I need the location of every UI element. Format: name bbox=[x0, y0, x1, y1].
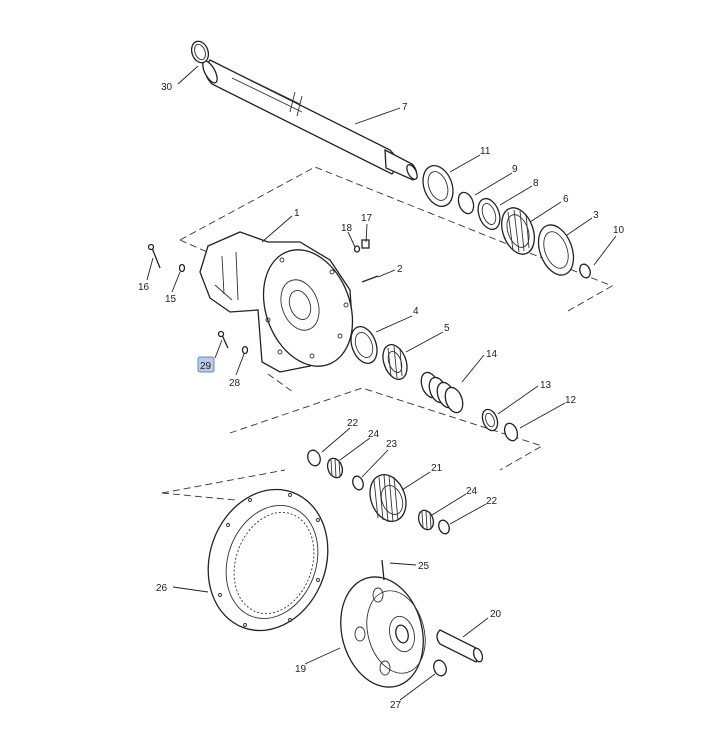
axle-shaft[interactable] bbox=[200, 59, 419, 181]
bearing-cone-6[interactable] bbox=[496, 203, 541, 258]
bolt-16[interactable] bbox=[147, 243, 161, 269]
callout-2[interactable]: 2 bbox=[397, 264, 403, 275]
bolt-29[interactable] bbox=[217, 330, 229, 349]
snap-ring-30[interactable] bbox=[189, 39, 212, 65]
planet-gear-21[interactable] bbox=[364, 470, 412, 527]
callout-19[interactable]: 19 bbox=[295, 664, 307, 675]
callout-6[interactable]: 6 bbox=[563, 194, 569, 205]
callout-23[interactable]: 23 bbox=[386, 439, 398, 450]
bearing-cone-5[interactable] bbox=[379, 341, 412, 382]
planet-shaft-20[interactable] bbox=[436, 629, 484, 663]
callout-10[interactable]: 10 bbox=[613, 225, 625, 236]
callout-25[interactable]: 25 bbox=[418, 561, 430, 572]
plug-17[interactable] bbox=[361, 239, 370, 249]
thrust-washer-13[interactable] bbox=[480, 407, 501, 432]
needle-bearing-24-upper[interactable] bbox=[325, 456, 345, 480]
callout-18[interactable]: 18 bbox=[341, 223, 353, 234]
planet-carrier-19[interactable] bbox=[329, 568, 435, 697]
callout-16[interactable]: 16 bbox=[138, 282, 150, 293]
callout-12[interactable]: 12 bbox=[565, 395, 577, 406]
roll-pin-25[interactable] bbox=[381, 559, 385, 581]
o-ring-9[interactable] bbox=[456, 190, 477, 215]
callout-9[interactable]: 9 bbox=[512, 164, 518, 175]
callout-5[interactable]: 5 bbox=[444, 323, 450, 334]
callout-3[interactable]: 3 bbox=[593, 210, 599, 221]
callout-7[interactable]: 7 bbox=[402, 102, 408, 113]
callout-4[interactable]: 4 bbox=[413, 306, 419, 317]
callout-17[interactable]: 17 bbox=[361, 213, 373, 224]
callout-29[interactable]: 29 bbox=[200, 361, 212, 372]
callout-24-lower[interactable]: 24 bbox=[466, 486, 478, 497]
callout-8[interactable]: 8 bbox=[533, 178, 539, 189]
pin-2[interactable] bbox=[361, 275, 379, 283]
leader-lines bbox=[146, 65, 617, 701]
bearing-cup-4[interactable] bbox=[346, 323, 382, 367]
o-ring-27[interactable] bbox=[432, 658, 449, 677]
callout-27[interactable]: 27 bbox=[390, 700, 402, 711]
callout-20[interactable]: 20 bbox=[490, 609, 502, 620]
callout-labels: 30 7 11 9 8 6 3 10 1 18 17 2 4 5 14 13 1… bbox=[138, 82, 625, 711]
spacer-8[interactable] bbox=[474, 196, 504, 233]
callout-22-upper[interactable]: 22 bbox=[347, 418, 359, 429]
needle-bearing-24-lower[interactable] bbox=[416, 508, 436, 532]
callout-15[interactable]: 15 bbox=[165, 294, 177, 305]
washer-28[interactable] bbox=[241, 345, 249, 355]
middle-dashed-boundary bbox=[229, 373, 544, 471]
ring-gear-26[interactable] bbox=[189, 473, 347, 648]
callout-13[interactable]: 13 bbox=[540, 380, 552, 391]
snap-ring-12[interactable] bbox=[502, 421, 519, 442]
callout-14[interactable]: 14 bbox=[486, 349, 498, 360]
axle-housing[interactable] bbox=[199, 231, 368, 379]
thrust-washer-22-lower[interactable] bbox=[437, 519, 451, 536]
callout-26[interactable]: 26 bbox=[156, 583, 168, 594]
callout-30[interactable]: 30 bbox=[161, 82, 173, 93]
callout-11[interactable]: 11 bbox=[480, 146, 491, 157]
callout-22-lower[interactable]: 22 bbox=[486, 496, 498, 507]
callout-24-upper[interactable]: 24 bbox=[368, 429, 380, 440]
thrust-washer-22-upper[interactable] bbox=[306, 448, 323, 467]
callout-29-highlight bbox=[197, 356, 215, 373]
o-ring-10[interactable] bbox=[578, 263, 592, 280]
washer-18[interactable] bbox=[353, 245, 361, 253]
callout-1[interactable]: 1 bbox=[294, 208, 300, 219]
seal-11[interactable] bbox=[418, 161, 459, 210]
callout-28[interactable]: 28 bbox=[229, 378, 241, 389]
washer-15[interactable] bbox=[178, 263, 186, 273]
bearing-cup-3[interactable] bbox=[532, 220, 580, 280]
lower-dashed-boundary bbox=[161, 469, 286, 501]
shims-14[interactable] bbox=[418, 370, 466, 415]
spacer-23[interactable] bbox=[351, 475, 365, 492]
callout-21[interactable]: 21 bbox=[431, 463, 443, 474]
